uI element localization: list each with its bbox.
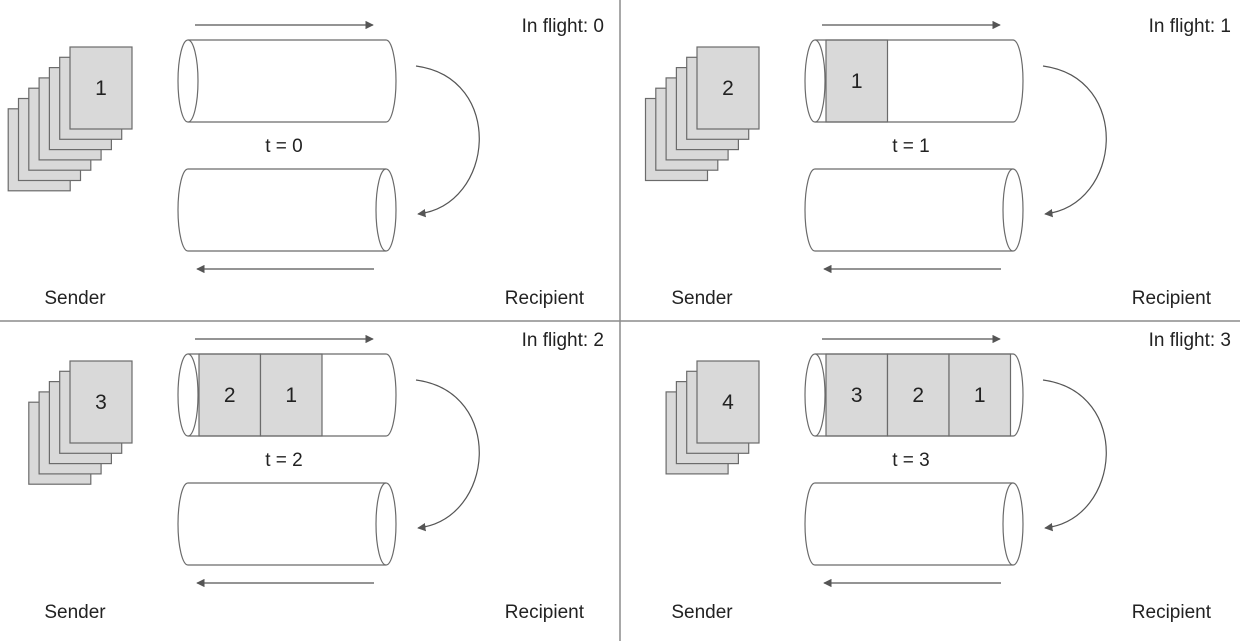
outgoing-pipe: 3 2 1 (804, 353, 1024, 437)
pipe-opening (177, 39, 199, 123)
time-label: t = 2 (265, 450, 303, 471)
pipe-body (815, 39, 1024, 123)
panel-t3: 4 3 2 1 t = 3 In flight: 3 Sender Recipient (665, 330, 1231, 623)
packet-number: 1 (851, 70, 863, 93)
packet-number: 2 (912, 384, 924, 407)
pipe-opening (177, 353, 199, 437)
sender-stack: 2 (644, 46, 760, 182)
sender-label: Sender (44, 288, 106, 309)
stack-top-number: 2 (722, 77, 734, 100)
outgoing-pipe: 1 (804, 39, 1024, 123)
recipient-label: Recipient (505, 288, 585, 309)
pipe-opening (1002, 482, 1024, 566)
packet-number: 2 (224, 384, 236, 407)
stack-top-page (69, 360, 133, 444)
in-flight-label: In flight: 0 (522, 16, 604, 37)
sender-stack: 4 (665, 360, 760, 475)
pipe-body (815, 353, 1024, 437)
turnaround-arrow (415, 65, 480, 218)
turnaround-arrow (415, 379, 480, 532)
pipe-opening (804, 39, 826, 123)
in-flight-packet (948, 353, 1012, 437)
stack-top-number: 4 (722, 391, 734, 414)
pipe-opening (375, 168, 397, 252)
time-label: t = 0 (265, 136, 303, 157)
stack-top-page (69, 46, 133, 130)
stack-top-page (696, 46, 760, 130)
stack-top-page (696, 360, 760, 444)
in-flight-label: In flight: 3 (1149, 330, 1231, 351)
outgoing-pipe (177, 39, 397, 123)
stack-top-number: 3 (95, 391, 107, 414)
turnaround-arrow (1042, 65, 1107, 218)
return-pipe (804, 168, 1024, 252)
packet-number: 1 (974, 384, 986, 407)
return-pipe (177, 482, 397, 566)
sender-label: Sender (44, 602, 106, 623)
pipe-body (188, 39, 397, 123)
in-flight-label: In flight: 1 (1149, 16, 1231, 37)
in-flight-packet (886, 353, 950, 437)
panel-t0: 1 t = 0 In flight: 0 Sender Recipient (7, 16, 604, 309)
packet-number: 1 (285, 384, 297, 407)
recipient-label: Recipient (1132, 288, 1212, 309)
time-label: t = 1 (892, 136, 930, 157)
recipient-label: Recipient (1132, 602, 1212, 623)
pipe-body (804, 168, 1013, 252)
pipe-opening (375, 482, 397, 566)
return-pipe (804, 482, 1024, 566)
sender-stack: 3 (28, 360, 133, 485)
sender-stack: 1 (7, 46, 133, 192)
pipe-body (188, 353, 397, 437)
pipe-opening (1002, 168, 1024, 252)
return-pipe (177, 168, 397, 252)
packet-number: 3 (851, 384, 863, 407)
pipe-body (177, 168, 386, 252)
in-flight-packet (259, 353, 323, 437)
panel-t1: 2 1 t = 1 In flight: 1 Sender Recipient (644, 16, 1231, 309)
sender-label: Sender (671, 602, 733, 623)
pipe-opening (804, 353, 826, 437)
pipe-body (804, 482, 1013, 566)
pipe-body (177, 482, 386, 566)
recipient-label: Recipient (505, 602, 585, 623)
in-flight-label: In flight: 2 (522, 330, 604, 351)
sender-label: Sender (671, 288, 733, 309)
turnaround-arrow (1042, 379, 1107, 532)
time-label: t = 3 (892, 450, 930, 471)
stack-top-number: 1 (95, 77, 107, 100)
